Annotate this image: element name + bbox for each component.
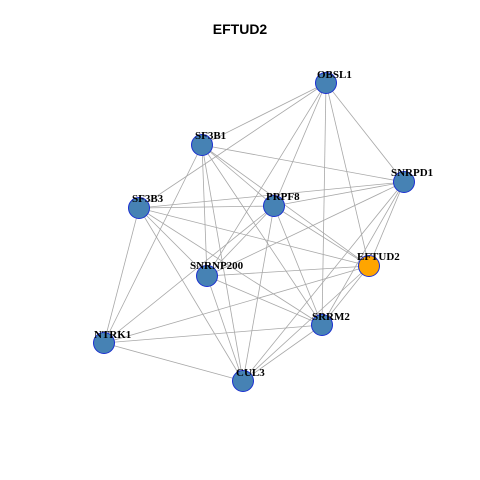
- diagram-title: EFTUD2: [212, 21, 268, 37]
- node-snrpd1[interactable]: [393, 171, 415, 193]
- edge-snrpd1-srrm2: [321, 181, 405, 326]
- node-label-ntrk1: NTRK1: [94, 329, 131, 341]
- edge-eftud2-cul3: [242, 265, 370, 382]
- node-label-sf3b1: SF3B1: [195, 130, 226, 142]
- node-sf3b3[interactable]: [128, 197, 150, 219]
- node-label-sf3b3: SF3B3: [132, 193, 164, 205]
- edge-obsl1-sf3b3: [138, 82, 327, 209]
- edge-obsl1-snrpd1: [325, 82, 405, 183]
- edge-sf3b3-snrnp200: [138, 207, 208, 277]
- edge-srrm2-ntrk1: [103, 324, 323, 344]
- edge-sf3b1-ntrk1: [103, 144, 203, 344]
- node-label-snrnp200: SNRNP200: [190, 260, 244, 272]
- nodes-layer: [93, 72, 415, 392]
- node-prpf8[interactable]: [263, 195, 285, 217]
- edge-srrm2-cul3: [242, 324, 323, 382]
- node-sf3b1[interactable]: [191, 134, 213, 156]
- edge-sf3b3-eftud2: [138, 207, 370, 267]
- node-obsl1[interactable]: [315, 72, 337, 94]
- node-srrm2[interactable]: [311, 314, 333, 336]
- edge-sf3b3-srrm2: [138, 207, 323, 326]
- node-label-cul3: CUL3: [236, 367, 265, 379]
- node-label-eftud2: EFTUD2: [357, 251, 400, 263]
- node-label-prpf8: PRPF8: [266, 191, 300, 203]
- edge-prpf8-eftud2: [273, 205, 370, 267]
- node-label-obsl1: OBSL1: [317, 69, 352, 81]
- edge-snrpd1-sf3b3: [138, 181, 405, 209]
- edge-eftud2-srrm2: [321, 265, 370, 326]
- edge-ntrk1-cul3: [103, 342, 244, 382]
- edge-obsl1-srrm2: [321, 82, 327, 326]
- edge-snrnp200-srrm2: [206, 275, 323, 326]
- edges-layer: [103, 82, 405, 382]
- edge-sf3b1-srrm2: [201, 144, 323, 326]
- edge-sf3b1-snrnp200: [201, 144, 208, 277]
- edge-snrnp200-eftud2: [206, 265, 370, 277]
- edge-sf3b3-cul3: [138, 207, 244, 382]
- edge-obsl1-prpf8: [273, 82, 327, 207]
- node-label-snrpd1: SNRPD1: [391, 167, 433, 179]
- edge-eftud2-ntrk1: [103, 265, 370, 344]
- node-ntrk1[interactable]: [93, 332, 115, 354]
- edge-sf3b1-snrpd1: [201, 144, 405, 183]
- edge-prpf8-snrnp200: [206, 205, 275, 277]
- edge-snrpd1-snrnp200: [206, 181, 405, 277]
- edge-snrpd1-eftud2: [368, 181, 405, 267]
- node-label-srrm2: SRRM2: [312, 311, 350, 323]
- edge-sf3b3-prpf8: [138, 205, 275, 209]
- edge-obsl1-sf3b1: [201, 82, 327, 146]
- edge-snrnp200-cul3: [206, 275, 244, 382]
- edge-prpf8-cul3: [242, 205, 275, 382]
- edge-snrpd1-prpf8: [273, 181, 405, 207]
- edge-snrpd1-cul3: [242, 181, 405, 382]
- node-snrnp200[interactable]: [196, 265, 218, 287]
- node-cul3[interactable]: [232, 370, 254, 392]
- edge-obsl1-eftud2: [325, 82, 370, 267]
- node-eftud2[interactable]: [358, 255, 380, 277]
- edge-sf3b1-prpf8: [201, 144, 275, 207]
- edge-sf3b3-ntrk1: [103, 207, 140, 344]
- edge-prpf8-srrm2: [273, 205, 323, 326]
- edge-sf3b1-eftud2: [201, 144, 370, 267]
- edge-prpf8-ntrk1: [103, 205, 275, 344]
- edge-sf3b1-cul3: [201, 144, 244, 382]
